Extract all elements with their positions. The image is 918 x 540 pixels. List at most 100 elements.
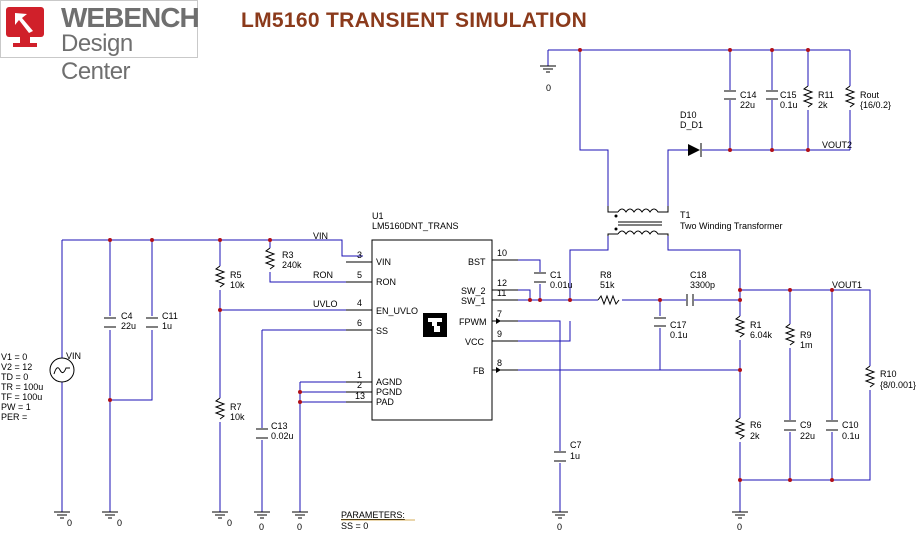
capacitor-c18 <box>686 294 694 306</box>
ref-c4: C4 <box>121 311 133 321</box>
webench-logo-icon <box>6 7 44 47</box>
pin-num-fpwm: 7 <box>497 309 502 319</box>
ref-r11: R11 <box>818 90 834 100</box>
value-r8: 51k <box>600 280 615 290</box>
capacitor-c15 <box>766 90 778 100</box>
ground-symbol <box>254 511 270 519</box>
value-c13: 0.02u <box>271 431 294 441</box>
value-d10: D_D1 <box>680 120 703 130</box>
ref-c1: C1 <box>550 270 562 280</box>
transformer-t1 <box>607 206 669 236</box>
net-label-vout2: VOUT2 <box>822 140 852 150</box>
pin-label-ron: RON <box>376 277 396 287</box>
ref-c7: C7 <box>570 440 582 450</box>
ground-label: 0 <box>227 518 232 528</box>
ref-c18: C18 <box>690 270 707 280</box>
pin-label-pad: PAD <box>376 397 394 407</box>
value-r3: 240k <box>282 260 302 270</box>
pin-label-vin: VIN <box>376 257 391 267</box>
ref-c13: C13 <box>271 421 288 431</box>
ref-c17: C17 <box>670 320 687 330</box>
value-r5: 10k <box>230 280 245 290</box>
source-param: V2 = 12 <box>1 362 32 372</box>
pin-num-sw2: 12 <box>497 278 507 288</box>
ground-symbol <box>102 511 118 519</box>
ref-c10: C10 <box>842 420 859 430</box>
logo-subtitle: Design Center <box>61 30 133 85</box>
pin-num-vcc: 9 <box>497 329 502 339</box>
pin-num-bst: 10 <box>497 248 507 258</box>
pin-num-ss: 6 <box>357 318 362 328</box>
net-label-vout1: VOUT1 <box>832 280 862 290</box>
ground-symbol <box>292 511 308 519</box>
ground-label: 0 <box>737 522 742 532</box>
ground-label: 0 <box>67 518 72 528</box>
pin-label-agnd: AGND <box>376 377 403 387</box>
capacitor-c11 <box>146 317 158 328</box>
ground-label: 0 <box>297 522 302 532</box>
ref-r8: R8 <box>600 270 612 280</box>
resistors <box>214 85 876 440</box>
value-c15: 0.1u <box>780 100 798 110</box>
resistor-r3 <box>264 247 276 270</box>
value-c10: 0.1u <box>842 431 860 441</box>
value-c18: 3300p <box>690 280 715 290</box>
pin-num-pad: 13 <box>355 391 365 401</box>
value-c14: 22u <box>740 100 755 110</box>
value-r1: 6.04k <box>750 330 773 340</box>
value-r9: 1m <box>800 340 813 350</box>
ground-symbol <box>54 511 70 519</box>
capacitors <box>104 90 838 462</box>
ic-part: LM5160DNT_TRANS <box>372 221 459 231</box>
pin-label-fpwm: FPWM <box>459 317 487 327</box>
parameters-block: PARAMETERS: SS = 0 <box>341 510 415 531</box>
resistor-r10 <box>864 365 876 388</box>
resistor-r9 <box>784 323 796 346</box>
value-rout: {16/0.2} <box>860 100 891 110</box>
value-t1: Two Winding Transformer <box>680 221 783 231</box>
page-title: LM5160 TRANSIENT SIMULATION <box>241 9 588 32</box>
ref-r7: R7 <box>230 402 242 412</box>
junction-dots <box>108 48 834 482</box>
value-r10: {8/0.001} <box>880 380 916 390</box>
logo-wordmark: WEBENCH <box>61 2 200 33</box>
source-param: TR = 100u <box>1 382 43 392</box>
ground-label: 0 <box>259 522 264 532</box>
pin-label-pgnd: PGND <box>376 387 403 397</box>
ground-symbol <box>552 511 568 519</box>
ref-t1: T1 <box>680 210 691 220</box>
capacitor-c14 <box>724 90 736 100</box>
ground-symbol <box>540 65 556 73</box>
value-r7: 10k <box>230 412 245 422</box>
ref-r5: R5 <box>230 270 242 280</box>
ref-c11: C11 <box>162 311 178 321</box>
voltage-source-vin: VIN V1 = 0 V2 = 12 TD = 0 TR = 100u TF =… <box>1 351 81 422</box>
ref-rout: Rout <box>860 90 880 100</box>
pin-num-ron: 5 <box>357 270 362 280</box>
ref-d10: D10 <box>680 110 697 120</box>
pin-num-pgnd: 2 <box>357 380 362 390</box>
ground-symbol <box>732 511 748 519</box>
value-c17: 0.1u <box>670 330 688 340</box>
ground-label: 0 <box>117 518 122 528</box>
pin-num-sw1: 11 <box>497 288 506 298</box>
source-param: PW = 1 <box>1 402 31 412</box>
pin-label-bst: BST <box>468 257 486 267</box>
pin-num-vin: 3 <box>357 250 362 260</box>
component-labels: R3 240k R5 10k R7 10k C4 22u C11 1u C13 … <box>121 90 916 461</box>
source-param: TF = 100u <box>1 392 42 402</box>
source-param: V1 = 0 <box>1 352 27 362</box>
value-c4: 22u <box>121 321 136 331</box>
net-label-uvlo: UVLO <box>313 299 338 309</box>
capacitor-c1 <box>534 272 546 283</box>
source-param: PER = <box>1 412 27 422</box>
ground-label: 0 <box>546 83 551 93</box>
wires <box>61 49 871 512</box>
capacitor-c9 <box>784 420 796 431</box>
pin-label-ss: SS <box>376 326 388 336</box>
value-r6: 2k <box>750 431 760 441</box>
ic-u1: U1 LM5160DNT_TRANS 3 VIN 5 RON 4 EN_UVLO… <box>346 211 518 421</box>
value-c11: 1u <box>162 321 172 331</box>
resistor-r6 <box>734 417 746 440</box>
